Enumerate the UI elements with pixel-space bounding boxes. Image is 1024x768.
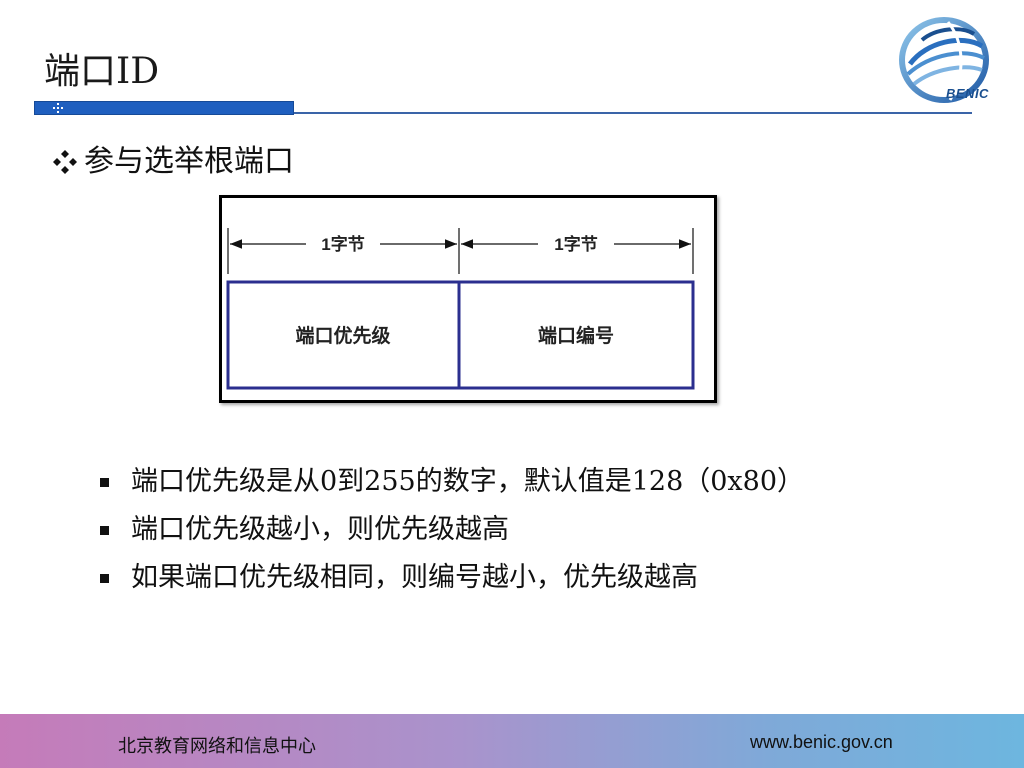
square-bullet-icon xyxy=(100,573,109,583)
field-label-priority: 端口优先级 xyxy=(295,324,390,347)
square-bullet-icon xyxy=(100,525,109,535)
footer-website: www.benic.gov.cn xyxy=(750,732,893,752)
list-item-text: 端口优先级是从0到255的数字，默认值是128（0x80） xyxy=(131,466,805,497)
field-box-priority xyxy=(226,280,461,390)
list-item: 如果端口优先级相同，则编号越小，优先级越高 xyxy=(96,554,804,602)
globe-logo-icon xyxy=(899,17,989,103)
logo-text: BENIC xyxy=(946,86,989,101)
list-item: 端口优先级越小，则优先级越高 xyxy=(96,506,804,554)
subheading-text: 参与选举根端口 xyxy=(84,144,294,179)
footer-organization: 北京教育网络和信息中心 xyxy=(118,736,316,756)
slide-title: 端口ID xyxy=(44,51,160,92)
benic-logo xyxy=(886,12,1006,112)
footer-bar: 北京教育网络和信息中心 www.benic.gov.cn xyxy=(0,714,1024,768)
dotted-diamond-icon xyxy=(53,103,63,113)
list-item: 端口优先级是从0到255的数字，默认值是128（0x80） xyxy=(96,458,804,506)
title-underline xyxy=(294,112,972,114)
square-bullet-icon xyxy=(100,477,109,487)
four-diamond-bullet-icon xyxy=(53,150,77,174)
port-id-diagram: 1字节 1字节 端口优先级 端口编号 xyxy=(219,195,717,403)
field-box-number xyxy=(457,280,695,390)
bullet-list: 端口优先级是从0到255的数字，默认值是128（0x80） 端口优先级越小，则优… xyxy=(96,458,804,602)
field-label-number: 端口编号 xyxy=(538,324,614,347)
title-accent-bar xyxy=(34,101,294,115)
byte-label-2: 1字节 xyxy=(554,234,597,254)
subheading-row: 参与选举根端口 xyxy=(52,142,294,182)
list-item-text: 端口优先级越小，则优先级越高 xyxy=(131,514,509,545)
list-item-text: 如果端口优先级相同，则编号越小，优先级越高 xyxy=(131,562,698,593)
byte-label-1: 1字节 xyxy=(321,234,364,254)
